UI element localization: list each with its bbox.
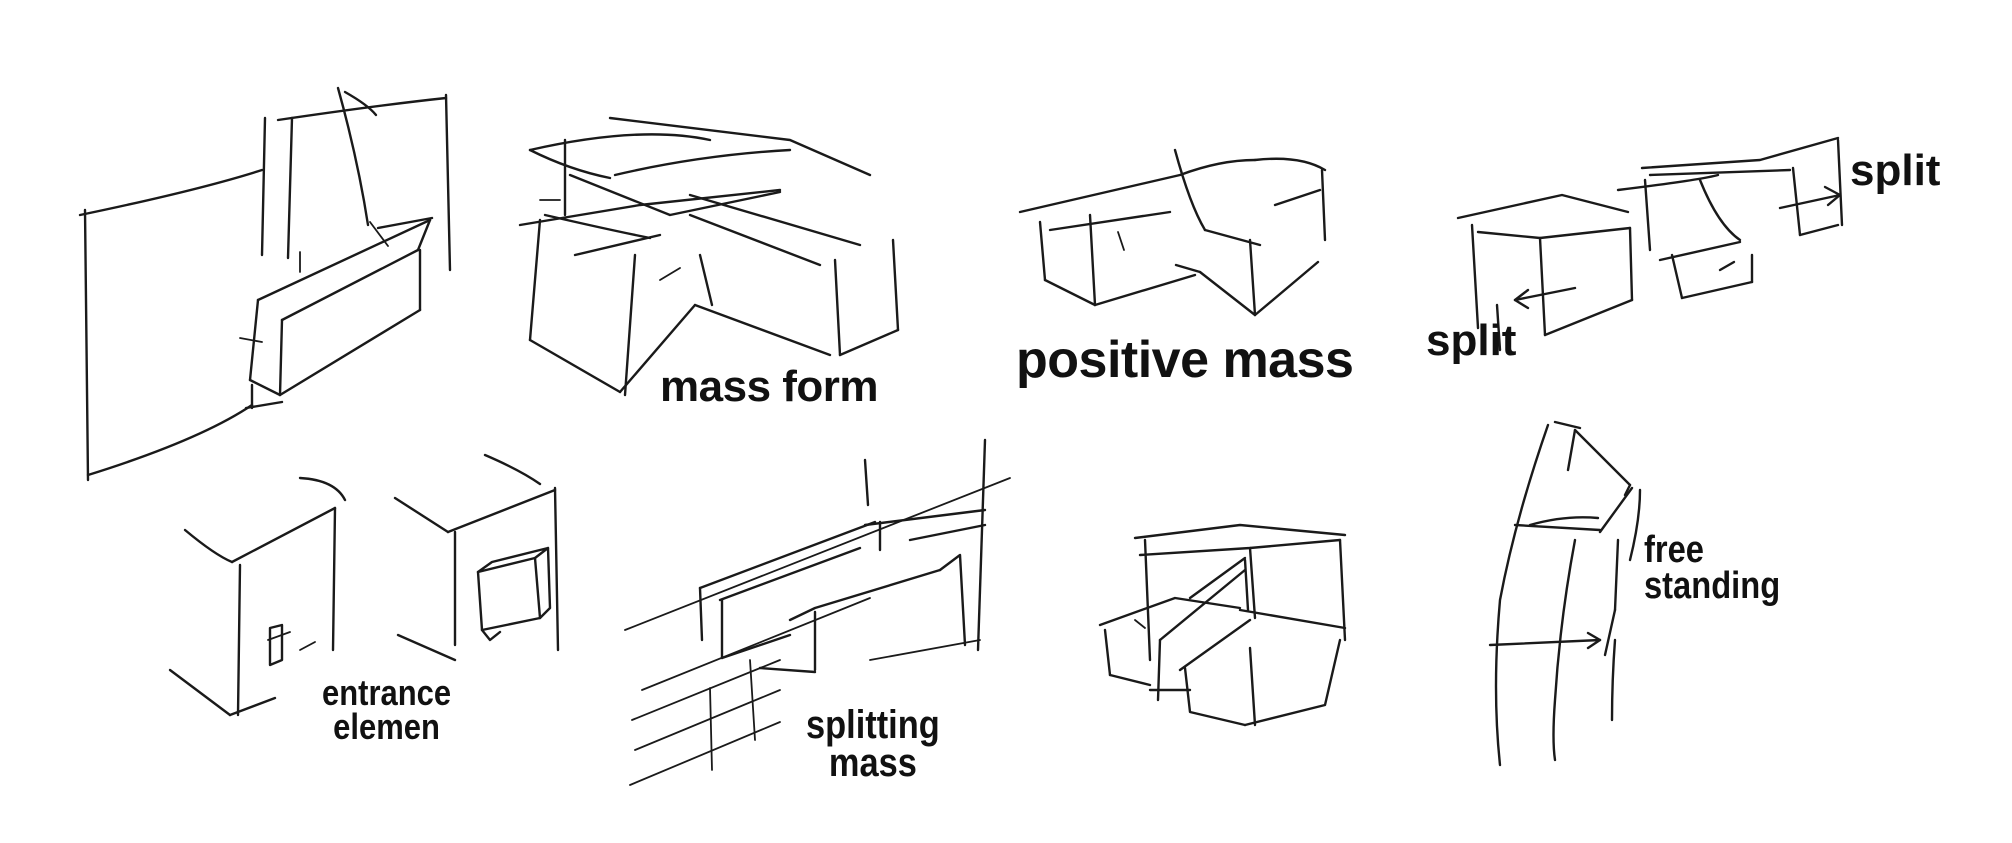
- sketch-stepped-blocks: [1100, 525, 1345, 725]
- sketch-mass-form: [520, 118, 898, 395]
- label-entrance-line2: elemen: [322, 710, 451, 744]
- label-free-standing: free standing: [1644, 532, 1780, 604]
- label-positive-mass: positive mass: [1016, 336, 1353, 385]
- label-free-line1: free: [1644, 532, 1780, 568]
- label-entrance-element: entrance elemen: [322, 676, 451, 744]
- label-splitting-line1: splitting: [806, 706, 940, 744]
- label-splitting-line2: mass: [806, 744, 940, 782]
- sketch-free-standing: [1490, 422, 1640, 765]
- label-split-right: split: [1850, 150, 1940, 192]
- sketch-positive-mass: [1020, 150, 1325, 315]
- label-entrance-line1: entrance: [322, 676, 451, 710]
- label-free-line2: standing: [1644, 568, 1780, 604]
- label-splitting-mass: splitting mass: [806, 706, 940, 782]
- label-mass-form: mass form: [660, 366, 878, 408]
- sketch-wall-tower-bar: [80, 88, 450, 480]
- label-split-left: split: [1426, 320, 1516, 362]
